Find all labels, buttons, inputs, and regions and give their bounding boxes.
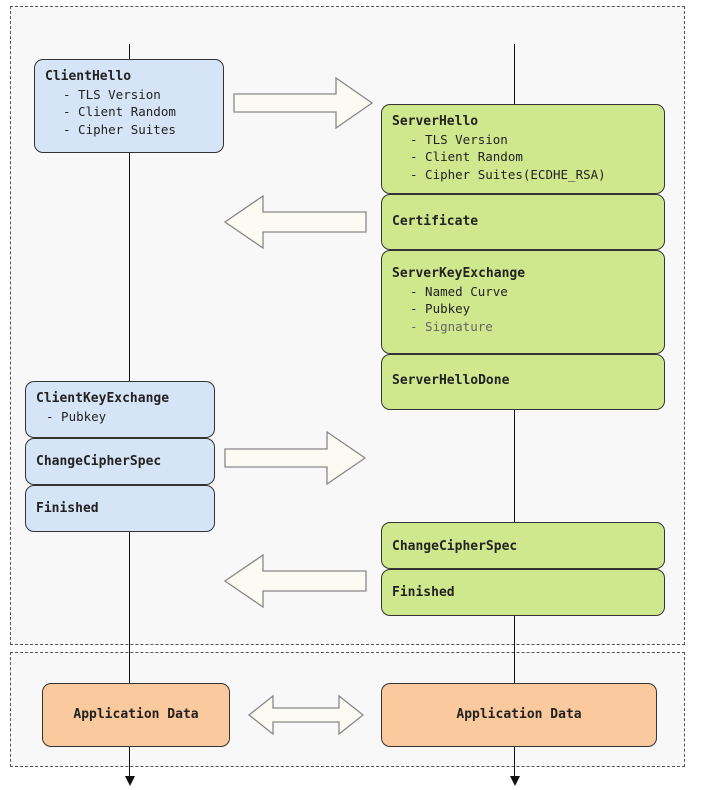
client-change-cipher-spec-box: ChangeCipherSpec [25, 438, 215, 485]
client-hello-item: - TLS Version [63, 86, 161, 102]
server-key-exchange-title: ServerKeyExchange [392, 266, 526, 281]
server-finished-title: Finished [392, 585, 455, 600]
certificate-box: Certificate [381, 194, 665, 250]
client-key-exchange-to-server-arrow [224, 430, 367, 486]
server-hello-box: ServerHello - TLS Version - Client Rando… [381, 104, 665, 194]
server-lifeline [514, 44, 515, 776]
server-finished-box: Finished [381, 569, 665, 616]
client-hello-title: ClientHello [45, 69, 132, 84]
server-change-cipher-spec-box: ChangeCipherSpec [381, 522, 665, 569]
client-application-data-label: Application Data [73, 707, 199, 723]
server-hello-item: - Client Random [410, 149, 523, 164]
client-finished-title: Finished [36, 501, 99, 516]
server-application-data-label: Application Data [456, 707, 582, 723]
server-key-exchange-box: ServerKeyExchange - Named Curve - Pubkey… [381, 250, 665, 354]
client-finished-box: Finished [25, 485, 215, 532]
client-key-exchange-box: ClientKeyExchange - Pubkey [25, 381, 215, 438]
server-to-client-arrow-certificate [223, 194, 367, 250]
server-hello-item: - Cipher Suites(ECDHE_RSA) [410, 166, 606, 182]
server-lifeline-arrowhead [510, 776, 520, 786]
server-hello-title: ServerHello [392, 114, 479, 129]
server-application-data-box: Application Data [381, 683, 657, 747]
client-hello-box: ClientHello - TLS Version - Client Rando… [34, 59, 224, 153]
server-key-exchange-item: - Signature [410, 318, 493, 334]
client-hello-to-server-arrow [233, 76, 374, 130]
server-hello-item: - TLS Version [410, 131, 508, 147]
server-key-exchange-item: - Pubkey [410, 301, 471, 316]
client-key-exchange-title: ClientKeyExchange [36, 391, 170, 406]
client-lifeline-arrowhead [125, 776, 135, 786]
server-key-exchange-item: - Named Curve [410, 283, 508, 299]
client-hello-item: - Client Random [63, 104, 176, 119]
certificate-title: Certificate [392, 214, 479, 229]
server-hello-done-title: ServerHelloDone [392, 373, 510, 388]
client-hello-item: - Cipher Suites [63, 121, 176, 137]
application-data-double-arrow [247, 694, 365, 736]
server-to-client-arrow-finished [223, 553, 367, 609]
server-hello-done-box: ServerHelloDone [381, 354, 665, 410]
client-key-exchange-item: - Pubkey [46, 408, 107, 424]
client-change-cipher-spec-title: ChangeCipherSpec [36, 454, 162, 469]
server-change-cipher-spec-title: ChangeCipherSpec [392, 539, 518, 554]
client-application-data-box: Application Data [42, 683, 230, 747]
